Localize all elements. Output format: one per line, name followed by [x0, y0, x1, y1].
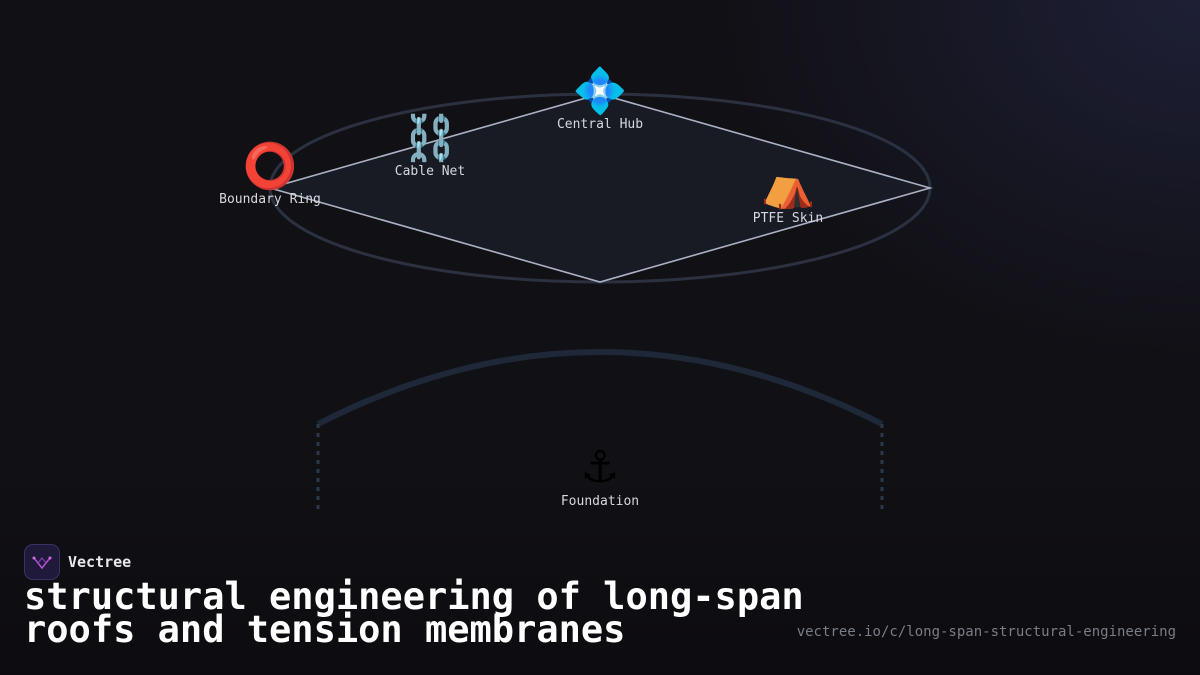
node-cable-net: ⛓️ Cable Net [395, 113, 465, 179]
node-central-hub: 💠 Central Hub [557, 66, 643, 132]
brand-name: Vectree [68, 553, 132, 571]
support-arch [316, 349, 884, 427]
node-boundary-ring: ⭕ Boundary Ring [219, 141, 321, 207]
vectree-logo-icon [24, 544, 60, 580]
node-ptfe-skin: ⛺ PTFE Skin [753, 160, 823, 226]
node-label-boundary-ring: Boundary Ring [219, 192, 321, 207]
node-label-ptfe-skin: PTFE Skin [753, 211, 823, 226]
brand: Vectree [24, 544, 131, 580]
node-label-cable-net: Cable Net [395, 164, 465, 179]
source-url: vectree.io/c/long-span-structural-engine… [796, 624, 1176, 640]
node-label-central-hub: Central Hub [557, 117, 643, 132]
ring-icon: ⭕ [243, 141, 298, 192]
chain-icon: ⛓️ [403, 113, 458, 164]
anchor-icon: ⚓ [580, 442, 619, 493]
node-foundation: ⚓ Foundation [561, 442, 639, 509]
node-label-foundation: Foundation [561, 494, 639, 509]
tent-icon: ⛺ [761, 160, 816, 211]
membrane-diamond [267, 93, 933, 283]
page-title: structural engineering of long-span roof… [24, 575, 804, 651]
diamond-hub-icon: 💠 [573, 66, 628, 117]
